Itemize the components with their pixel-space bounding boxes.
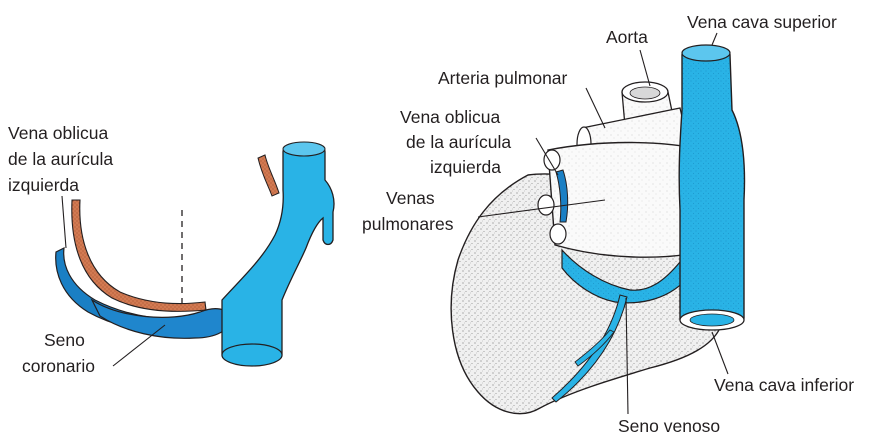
left-oblique-vein-label: Vena oblicua de la aurícula izquierda xyxy=(8,123,113,248)
right-diagram xyxy=(451,45,744,414)
label-line: Seno xyxy=(44,330,85,350)
label-line: Vena cava superior xyxy=(687,12,837,32)
right-oblique-vein-label: Vena oblicua de la aurícula izquierda xyxy=(400,107,558,177)
superior-vena-cava-top xyxy=(682,45,730,61)
label-line: de la aurícula xyxy=(406,132,511,152)
label-line: Seno venoso xyxy=(618,416,720,436)
pulmonary-vein-opening xyxy=(550,224,566,244)
left-vena-cava-opening xyxy=(222,344,282,366)
label-line: Vena cava inferior xyxy=(714,375,854,395)
label-line: coronario xyxy=(22,356,95,376)
aorta-label: Aorta xyxy=(606,27,650,86)
pulmonary-vein-opening xyxy=(538,195,554,215)
label-line: Venas xyxy=(386,188,435,208)
inferior-vena-cava-inner xyxy=(690,314,734,326)
inferior-vena-cava-label: Vena cava inferior xyxy=(712,332,854,395)
label-line: izquierda xyxy=(430,157,501,177)
label-line: Vena oblicua xyxy=(400,107,500,127)
label-line: Vena oblicua xyxy=(8,123,108,143)
leader-line xyxy=(640,50,650,86)
left-vena-cava-top xyxy=(283,142,325,156)
label-line: Aorta xyxy=(606,27,648,47)
leader-line xyxy=(712,33,717,45)
aorta-inner xyxy=(630,87,660,99)
label-line: pulmonares xyxy=(362,214,454,234)
label-line: Arteria pulmonar xyxy=(438,68,568,88)
left-diagram xyxy=(56,142,334,366)
leader-line xyxy=(62,196,66,248)
leader-line xyxy=(586,88,605,128)
label-line: izquierda xyxy=(8,175,79,195)
label-line: de la aurícula xyxy=(8,149,113,169)
pulmonary-vein-opening xyxy=(544,150,560,170)
left-vena-cava-shape xyxy=(222,143,334,365)
left-artery-shape xyxy=(72,200,206,311)
left-small-artery-shape xyxy=(258,155,279,196)
superior-vena-cava-label: Vena cava superior xyxy=(687,12,837,45)
leader-line xyxy=(712,332,728,374)
vena-cava-shape xyxy=(679,47,744,329)
